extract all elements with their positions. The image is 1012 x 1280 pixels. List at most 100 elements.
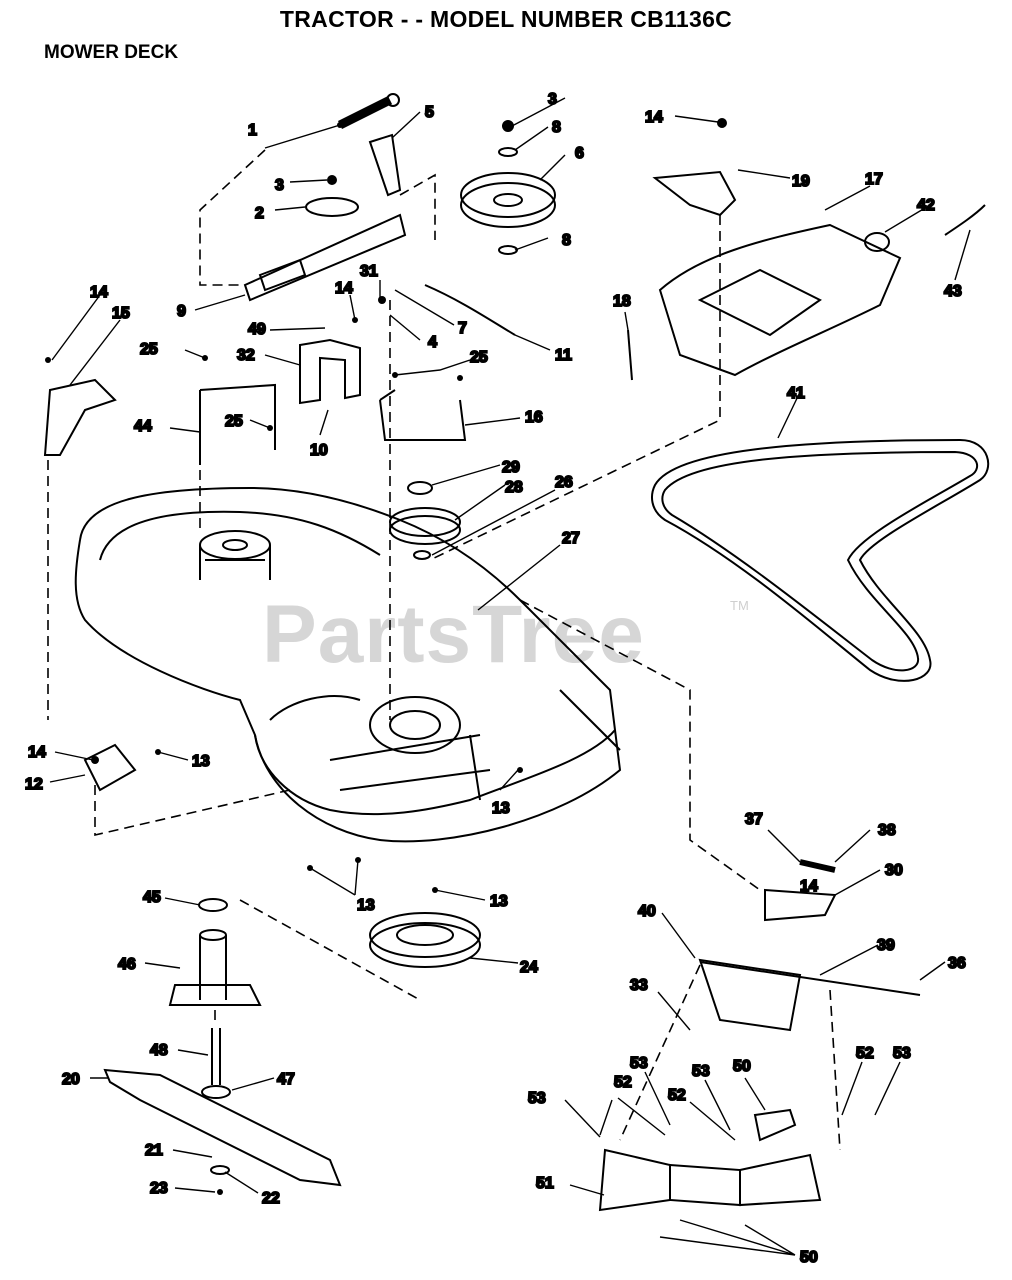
- callout-14: 14: [28, 744, 46, 761]
- callout-28: 28: [505, 479, 523, 496]
- callout-32: 32: [237, 347, 255, 364]
- pin-43: [944, 204, 986, 236]
- callout-25: 25: [225, 413, 243, 430]
- watermark: PartsTree: [262, 589, 645, 680]
- plate-33: [698, 958, 802, 1032]
- callout-13: 13: [492, 800, 510, 817]
- bracket-50: [753, 1108, 797, 1142]
- callout-14: 14: [800, 878, 818, 895]
- callout-8: 8: [552, 119, 561, 136]
- callout-3: 3: [548, 91, 557, 108]
- callout-37: 37: [745, 811, 763, 828]
- callout-12: 12: [25, 776, 43, 793]
- callout-40: 40: [638, 903, 656, 920]
- callout-23: 23: [150, 1180, 168, 1197]
- baffle-24: [369, 912, 481, 968]
- deck-spindle-pulley: [199, 530, 271, 580]
- callout-52: 52: [856, 1045, 874, 1062]
- callout-24: 24: [520, 959, 538, 976]
- callout-7: 7: [458, 320, 467, 337]
- callout-53: 53: [893, 1045, 911, 1062]
- fasteners: [45, 118, 727, 1195]
- callout-39: 39: [877, 937, 895, 954]
- callout-38: 38: [878, 822, 896, 839]
- pulley-28: [389, 481, 461, 560]
- watermark-tm: TM: [730, 598, 749, 613]
- callout-25: 25: [470, 349, 488, 366]
- callout-36: 36: [948, 955, 966, 972]
- blade-20: [103, 1068, 342, 1187]
- callout-16: 16: [525, 409, 543, 426]
- chute-51: [598, 1148, 822, 1212]
- callout-31: 31: [360, 263, 378, 280]
- callout-1: 1: [248, 122, 257, 139]
- diagram-title: TRACTOR - - MODEL NUMBER CB1136C: [279, 6, 733, 32]
- idler-pulley-6: [460, 172, 556, 228]
- callout-13: 13: [490, 893, 508, 910]
- bracket-30: [764, 859, 837, 922]
- lift-frame: [658, 223, 902, 377]
- callout-20: 20: [62, 1071, 80, 1088]
- bracket-32: [299, 338, 361, 405]
- callout-46: 46: [118, 956, 136, 973]
- belt-41: [651, 438, 990, 682]
- callout-18: 18: [613, 293, 631, 310]
- callout-50: 50: [800, 1249, 818, 1266]
- callout-44: 44: [134, 418, 152, 435]
- callout-15: 15: [112, 305, 130, 322]
- callout-26: 26: [555, 474, 573, 491]
- callout-29: 29: [502, 459, 520, 476]
- cable-11: [424, 284, 516, 336]
- callout-3: 3: [275, 177, 284, 194]
- callout-9: 9: [177, 303, 186, 320]
- callout-47: 47: [277, 1071, 295, 1088]
- callout-49: 49: [248, 321, 266, 338]
- callout-30: 30: [885, 862, 903, 879]
- callout-13: 13: [192, 753, 210, 770]
- callout-14: 14: [90, 284, 108, 301]
- rod-36: [699, 961, 921, 996]
- leader-lines: [49, 97, 971, 1256]
- bracket-12: [83, 743, 137, 792]
- callout-50: 50: [733, 1058, 751, 1075]
- washer-22: [210, 1165, 230, 1175]
- callout-42: 42: [917, 197, 935, 214]
- callout-43: 43: [944, 283, 962, 300]
- callout-22: 22: [262, 1190, 280, 1207]
- callout-41: 41: [787, 385, 805, 402]
- nut-3: [327, 175, 337, 185]
- callout-10: 10: [310, 442, 328, 459]
- callout-2: 2: [255, 205, 264, 222]
- callout-14: 14: [335, 280, 353, 297]
- callout-labels: 1 2 3 3 4 5 6 7 8 8 9 10 11 12 13 13 13 …: [24, 90, 967, 1267]
- rod-44: [199, 383, 276, 465]
- arm-5: [368, 133, 402, 197]
- alignment-lines: [47, 149, 841, 1151]
- spindle-46: [168, 898, 262, 1006]
- nut-3b: [502, 120, 514, 132]
- pulley-47: [201, 1085, 231, 1099]
- washer-42: [864, 232, 890, 252]
- callout-48: 48: [150, 1042, 168, 1059]
- callout-27: 27: [562, 530, 580, 547]
- rod-16: [379, 389, 467, 441]
- callout-14: 14: [645, 109, 663, 126]
- washer-8b: [498, 245, 518, 255]
- bracket-9: [243, 213, 407, 302]
- callout-19: 19: [792, 173, 810, 190]
- diagram-subtitle: MOWER DECK: [44, 42, 179, 63]
- callout-13: 13: [357, 897, 375, 914]
- callout-8: 8: [562, 232, 571, 249]
- callout-17: 17: [865, 171, 883, 188]
- shaft-48: [211, 1028, 221, 1085]
- callout-11: 11: [555, 347, 572, 364]
- bracket-15: [43, 378, 117, 456]
- callout-53: 53: [692, 1063, 710, 1080]
- callout-33: 33: [630, 977, 648, 994]
- callout-5: 5: [425, 104, 434, 121]
- pin-18: [627, 329, 633, 381]
- callout-51: 51: [536, 1175, 554, 1192]
- callout-53: 53: [630, 1055, 648, 1072]
- callout-4: 4: [428, 334, 437, 351]
